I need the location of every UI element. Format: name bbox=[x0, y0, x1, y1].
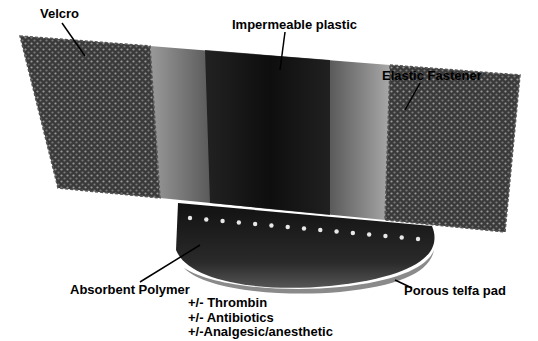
pad-hole bbox=[318, 228, 322, 232]
leader-line bbox=[140, 245, 200, 282]
part-label: Velcro bbox=[40, 6, 79, 21]
velcro-strip bbox=[20, 36, 160, 198]
telfa-pad bbox=[184, 250, 434, 294]
velcro-strip bbox=[385, 65, 520, 232]
pad-hole bbox=[383, 234, 387, 238]
pad-hole bbox=[416, 237, 420, 241]
part-label: Absorbent Polymer bbox=[70, 282, 190, 297]
pad-hole bbox=[204, 217, 208, 221]
leader-line bbox=[62, 23, 85, 56]
part-label: +/-Analgesic/anesthetic bbox=[188, 324, 333, 339]
pad-hole bbox=[367, 232, 371, 236]
part-label: +/- Antibiotics bbox=[188, 310, 274, 325]
part-label: Elastic Fastener bbox=[382, 68, 482, 83]
pad-hole bbox=[269, 223, 273, 227]
pad-hole bbox=[237, 220, 241, 224]
part-label: Porous telfa pad bbox=[404, 283, 506, 298]
pad-hole bbox=[400, 235, 404, 239]
impermeable-plastic bbox=[205, 50, 330, 215]
pad-hole bbox=[253, 222, 257, 226]
pad-hole bbox=[188, 216, 192, 220]
elastic-band bbox=[150, 46, 390, 220]
leader-line bbox=[280, 32, 285, 70]
pad-hole bbox=[220, 219, 224, 223]
pad-hole bbox=[302, 226, 306, 230]
pad-hole bbox=[334, 229, 338, 233]
pad-hole bbox=[286, 225, 290, 229]
pad-hole bbox=[351, 231, 355, 235]
leader-line bbox=[405, 83, 420, 110]
part-label: +/- Thrombin bbox=[188, 295, 267, 310]
part-label: Impermeable plastic bbox=[232, 17, 357, 32]
